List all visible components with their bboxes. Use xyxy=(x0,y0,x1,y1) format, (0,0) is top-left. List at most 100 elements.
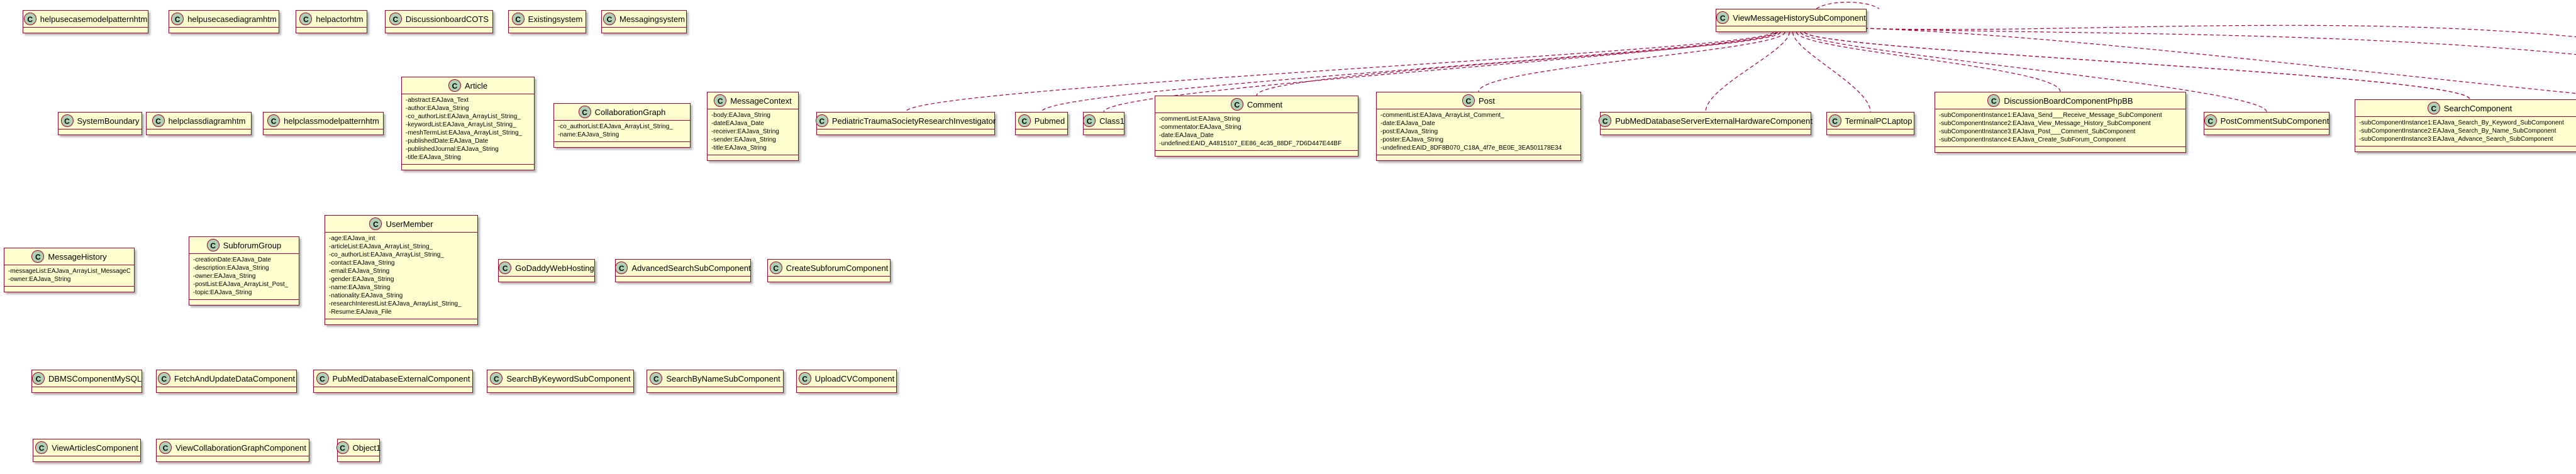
class-stereotype-icon: C xyxy=(1987,94,2001,107)
class-attribute: -name:EAJava_String xyxy=(329,284,391,291)
class-methods-compartment xyxy=(314,387,472,392)
dependency-edge xyxy=(1256,31,1781,96)
class-stereotype-icon: C xyxy=(369,218,382,230)
class-name: GoDaddyWebHosting xyxy=(515,263,594,273)
class-methods-compartment xyxy=(2355,146,2576,152)
class-attribute: -co_authorList:EAJava_ArrayList_String_ xyxy=(558,123,673,130)
class-methods-compartment xyxy=(189,299,299,305)
class-name: helpusecasediagramhtm xyxy=(187,14,277,24)
class-methods-compartment xyxy=(157,387,296,392)
dependency-edge xyxy=(1804,31,2470,100)
class-attribute: -sender:EAJava_String xyxy=(711,136,776,143)
class-attributes: -age:EAJava_int-articleList:EAJava_Array… xyxy=(325,233,477,319)
class-methods-compartment xyxy=(58,130,142,135)
class-attribute: -owner:EAJava_String xyxy=(193,273,256,280)
class-stereotype-icon: C xyxy=(1230,98,1243,111)
class-attribute: -postList:EAJava_ArrayList_Post_ xyxy=(193,281,289,288)
class-name: Messagingsystem xyxy=(619,14,686,24)
class-name: Post xyxy=(1478,96,1495,106)
class-name: TerminalPCLaptop xyxy=(1845,116,1913,126)
class-name: helpclassmodelpatternhtm xyxy=(284,116,379,126)
class-name: DiscussionboardCOTS xyxy=(405,14,489,24)
class-attribute: -gender:EAJava_String xyxy=(329,276,394,283)
class-stereotype-icon: C xyxy=(206,239,219,251)
class-name: Pubmed xyxy=(1034,116,1065,126)
class-stereotype-icon: C xyxy=(2427,102,2440,114)
class-attribute: -author:EAJava_String xyxy=(406,105,469,112)
class-name: Existingsystem xyxy=(528,14,583,24)
class-methods-compartment xyxy=(23,28,148,33)
class-methods-compartment xyxy=(1827,130,1914,135)
class-methods-compartment xyxy=(1377,155,1580,160)
class-stereotype-icon: C xyxy=(299,13,313,25)
class-stereotype-icon: C xyxy=(171,13,184,25)
class-attribute: -Resume:EAJava_File xyxy=(329,309,392,316)
class-name: DBMSComponentMySQL xyxy=(48,373,142,383)
class-attribute: -meshTermList:EAJava_ArrayList_String_ xyxy=(406,130,523,136)
class-name: ViewMessageHistorySubComponent xyxy=(1733,13,1866,23)
class-attribute: -nationality:EAJava_String xyxy=(329,292,403,299)
class-methods-compartment xyxy=(1935,146,2185,152)
class-attribute: -articleList:EAJava_ArrayList_String_ xyxy=(329,243,433,250)
class-attributes: -body:EAJava_String-dateEAJava_Date-rece… xyxy=(708,109,798,155)
class-attribute: -undefined:EAID_8DF8B070_C18A_4f7e_BE0E_… xyxy=(1380,145,1562,152)
class-stereotype-icon: C xyxy=(798,372,811,385)
class-stereotype-icon: C xyxy=(815,114,828,127)
class-name: FetchAndUpdateDataComponent xyxy=(174,373,296,383)
class-name: ViewArticlesComponent xyxy=(52,443,138,453)
class-name: PediatricTraumaSocietyResearchInvestigat… xyxy=(831,116,996,126)
dependency-edge xyxy=(1863,28,2576,55)
class-stereotype-icon: C xyxy=(1018,114,1031,127)
class-attribute: -messageList:EAJava_ArrayList_MessageCon… xyxy=(8,268,130,275)
class-attribute: -body:EAJava_String xyxy=(711,112,770,119)
